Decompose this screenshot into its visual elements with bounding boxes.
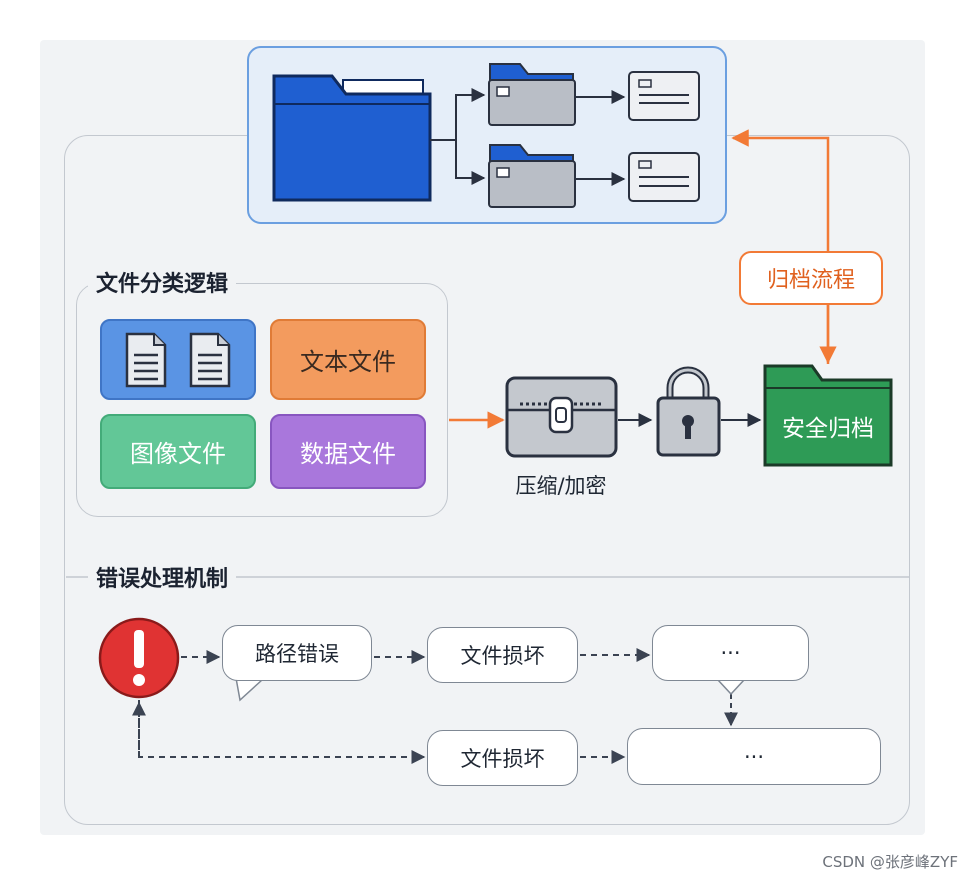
compressed-archive-icon: [505, 376, 618, 458]
subfolder-icon: [488, 63, 576, 126]
subfolder-icon: [488, 144, 576, 208]
data-files-card: 数据文件: [270, 414, 426, 489]
classification-section-title-overlay: 文件分类逻辑: [88, 266, 237, 298]
watermark: CSDN @张彦峰ZYF: [822, 853, 958, 871]
path-error-node: 路径错误: [222, 625, 372, 681]
error-section-title: 错误处理机制: [88, 561, 237, 593]
ellipsis-node-2: ···: [627, 728, 881, 785]
lock-icon: [656, 366, 721, 457]
root-folder-icon: [272, 74, 432, 202]
file-corrupt-node: 文件损坏: [427, 627, 578, 683]
compress-encrypt-label: 压缩/加密: [515, 474, 607, 498]
archive-flow-label: 归档流程: [739, 251, 883, 305]
document-icon: [189, 332, 231, 387]
secure-archive-label: 安全归档: [782, 416, 874, 442]
ellipsis-node: ···: [652, 625, 809, 681]
document-icon: [125, 332, 167, 387]
classification-frame: [76, 283, 448, 517]
image-files-card: 图像文件: [100, 414, 256, 489]
document-card-icon: [628, 152, 700, 202]
error-alert-icon: [98, 617, 180, 699]
document-files-card: [100, 319, 256, 400]
secure-archive-folder-icon: [763, 364, 893, 467]
document-card-icon: [628, 71, 700, 121]
file-corrupt-node-2: 文件损坏: [427, 730, 578, 786]
text-files-card: 文本文件: [270, 319, 426, 400]
